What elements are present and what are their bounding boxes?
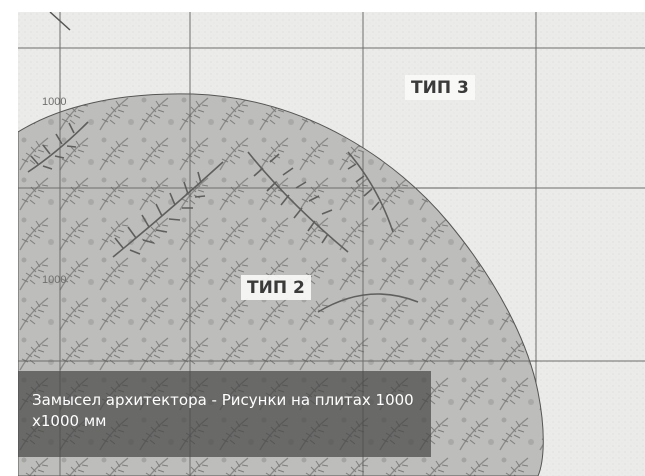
caption-overlay: Замысел архитектора - Рисунки на плитах … <box>18 371 431 457</box>
dimension-label: 1000 <box>42 274 67 286</box>
dimension-label: 1000 <box>42 96 67 108</box>
type-3-label: ТИП 3 <box>405 75 475 100</box>
corner-tick <box>49 12 71 31</box>
caption-text: Замысел архитектора - Рисунки на плитах … <box>32 391 414 430</box>
type-2-label: ТИП 2 <box>241 275 311 300</box>
fern-fronds <box>27 121 419 313</box>
